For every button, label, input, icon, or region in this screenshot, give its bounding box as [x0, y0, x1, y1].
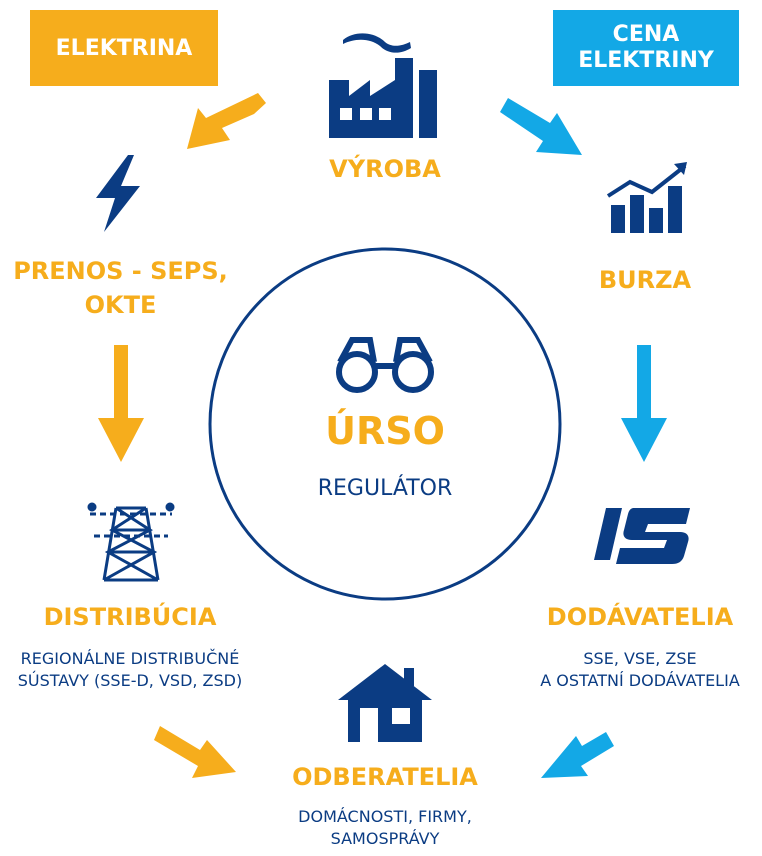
production-label: VÝROBA: [329, 155, 441, 183]
transmission-label-line2: OKTE: [84, 291, 157, 319]
house-icon: [338, 664, 432, 742]
suppliers-label: DODÁVATELIA: [546, 603, 734, 631]
blue-arrow-exchange-to-suppliers: [621, 345, 667, 462]
consumers-sublabel: DOMÁCNOSTI, FIRMY, SAMOSPRÁVY: [285, 806, 485, 850]
distribution-sublabel-line2: SÚSTAVY (SSE-D, VSD, ZSD): [17, 671, 243, 690]
suppliers-sublabel-line1: SSE, VSE, ZSE: [583, 649, 697, 668]
consumers-label: ODBERATELIA: [292, 763, 478, 791]
regulator-title: ÚRSO: [325, 409, 445, 453]
electricity-box: ELEKTRINA: [30, 10, 218, 86]
electricity-label: ELEKTRINA: [55, 35, 193, 61]
blue-arrow-suppliers-to-consumers: [541, 732, 614, 778]
transmission-tower-icon: [87, 502, 175, 582]
exchange-label: BURZA: [598, 266, 692, 294]
distribution-sublabel: REGIONÁLNE DISTRIBUČNÉ SÚSTAVY (SSE-D, V…: [5, 648, 255, 692]
stock-chart-icon: [606, 162, 687, 233]
center-circle: [208, 247, 562, 601]
orange-arrow-production-to-transmission: [187, 93, 266, 149]
regulator-subtitle: REGULÁTOR: [317, 476, 453, 501]
blue-arrow-production-to-exchange: [500, 98, 582, 155]
orange-arrow-transmission-to-distribution: [98, 345, 144, 462]
factory-icon: [329, 33, 437, 138]
consumers-sublabel-line2: SAMOSPRÁVY: [330, 829, 440, 848]
supplier-s-icon: [594, 508, 690, 564]
orange-arrow-distribution-to-consumers: [154, 726, 236, 778]
distribution-label: DISTRIBÚCIA: [43, 603, 217, 631]
suppliers-sublabel: SSE, VSE, ZSE A OSTATNÍ DODÁVATELIA: [525, 648, 755, 692]
electricity-price-box: CENA ELEKTRINY: [553, 10, 739, 86]
price-label-line2: ELEKTRINY: [578, 48, 714, 73]
distribution-sublabel-line1: REGIONÁLNE DISTRIBUČNÉ: [20, 649, 240, 668]
price-label-line1: CENA: [612, 22, 680, 47]
transmission-label: PRENOS - SEPS, OKTE: [8, 254, 233, 322]
suppliers-sublabel-line2: A OSTATNÍ DODÁVATELIA: [540, 671, 740, 690]
consumers-sublabel-line1: DOMÁCNOSTI, FIRMY,: [298, 807, 472, 826]
binoculars-icon: [336, 337, 434, 393]
lightning-icon: [96, 155, 140, 232]
transmission-label-line1: PRENOS - SEPS,: [13, 257, 228, 285]
